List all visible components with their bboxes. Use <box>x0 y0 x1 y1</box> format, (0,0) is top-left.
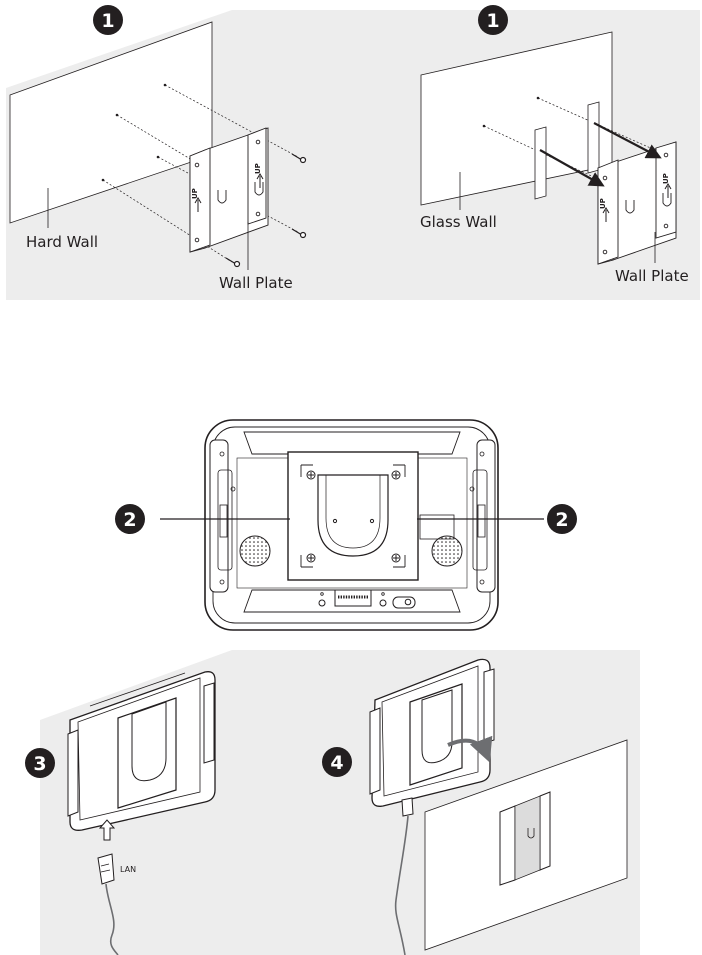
speaker-grill-left <box>239 535 271 567</box>
wall-plate-label-left: Wall Plate <box>219 274 293 292</box>
side-handle-left <box>209 439 229 593</box>
adhesive-strips <box>534 101 600 200</box>
step-1-badge-right: 1 <box>478 5 508 35</box>
step-4-badge: 4 <box>322 747 352 777</box>
step3-device-with-lan <box>67 671 216 955</box>
speaker-grill-right <box>431 535 463 567</box>
step-1-badge-left: 1 <box>93 5 123 35</box>
arrow-strip-to-plate-2 <box>593 122 662 159</box>
glass-wall-label: Glass Wall <box>420 213 497 231</box>
svg-text:2: 2 <box>123 509 136 531</box>
step1-hard-wall-panel: UP UP Hard Wall Wall Plate 1 <box>6 5 356 300</box>
hang-motion-arrow <box>447 735 493 763</box>
step4-hang-device <box>369 658 628 955</box>
wall-plate-label-right: Wall Plate <box>615 267 689 285</box>
plate-mark-left: UP <box>191 188 199 199</box>
svg-text:1: 1 <box>101 10 114 32</box>
step-2-badge-right: 2 <box>547 504 577 534</box>
step1-glass-wall-panel: UP UP Glass Wall Wall Plate 1 <box>356 5 700 300</box>
up-arrows <box>194 173 264 212</box>
step2-device-back <box>160 419 544 631</box>
bottom-connector <box>334 589 372 607</box>
alignment-lines <box>102 84 299 263</box>
hook-slot <box>317 474 389 557</box>
svg-text:3: 3 <box>33 753 46 775</box>
plate-mark-right: UP <box>254 163 262 174</box>
svg-text:1: 1 <box>486 10 499 32</box>
side-handle-right <box>476 439 496 593</box>
step-3-badge: 3 <box>25 748 55 778</box>
svg-text:4: 4 <box>330 752 343 774</box>
lan-label: LAN <box>120 865 136 874</box>
plate-mark-left-glass: UP <box>599 198 607 209</box>
svg-text:2: 2 <box>555 509 568 531</box>
plate-mark-right-glass: UP <box>662 173 670 184</box>
hard-wall-label: Hard Wall <box>26 233 98 251</box>
arrow-strip-to-plate-1 <box>539 149 605 187</box>
step-2-badge-left: 2 <box>115 504 145 534</box>
